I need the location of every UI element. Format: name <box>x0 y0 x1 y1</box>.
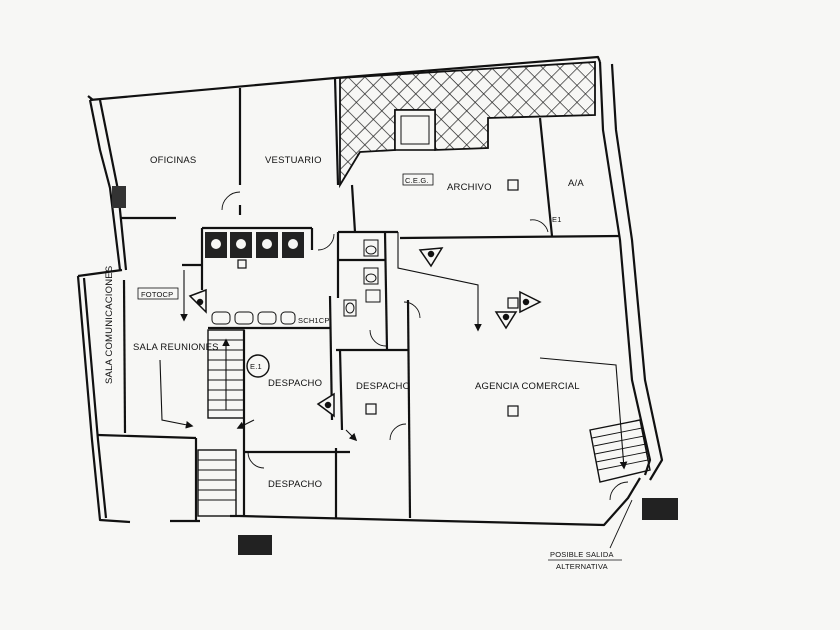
room-label-vestuario: VESTUARIO <box>265 155 322 166</box>
equipment-row <box>205 232 304 258</box>
exit-note-line1: POSIBLE SALIDA <box>550 550 614 559</box>
wall-device <box>112 186 126 208</box>
toilets <box>343 239 381 317</box>
ceg-tag: C.E.G. <box>402 173 434 186</box>
room-label-despacho-2: DESPACHO <box>356 381 410 392</box>
exterior-marker-block <box>642 498 678 520</box>
washbasins <box>211 311 296 325</box>
room-label-despacho-1: DESPACHO <box>268 378 322 389</box>
room-label-sala-reuniones: SALA REUNIONES <box>133 342 219 353</box>
exterior-marker-block <box>238 535 272 555</box>
room-label-agencia-comercial: AGENCIA COMERCIAL <box>475 381 580 392</box>
room-label-archivo: ARCHIVO <box>447 182 492 193</box>
e1-circle: E.1 <box>246 354 270 378</box>
room-label-aa: A/A <box>568 178 584 189</box>
warning-sign-icons <box>188 247 542 418</box>
room-label-fotocp: FOTOCP <box>141 290 173 299</box>
stair-lower <box>197 449 237 517</box>
room-label-sala-comunicaciones: SALA COMUNICACIONES <box>104 266 115 384</box>
escape-route-arrows <box>159 232 628 470</box>
exit-note-line2: ALTERNATIVA <box>556 562 608 571</box>
exit-note: POSIBLE SALIDA ALTERNATIVA <box>548 499 633 571</box>
emergency-light-icons <box>237 179 519 417</box>
door-swings <box>221 191 629 501</box>
interior-walls <box>97 77 621 520</box>
e1-small-label: E1 <box>552 215 562 224</box>
stair-left <box>207 329 245 419</box>
small-tag-label: SCH1CP <box>298 316 330 325</box>
room-label-despacho-3: DESPACHO <box>268 479 322 490</box>
stair-right <box>589 419 651 483</box>
hatched-shaft <box>339 61 596 189</box>
room-label-ceg: C.E.G. <box>405 176 429 185</box>
e1-circle-label: E.1 <box>250 362 262 371</box>
room-label-oficinas: OFICINAS <box>150 155 196 166</box>
fotocp-tag: FOTOCP <box>137 287 179 300</box>
